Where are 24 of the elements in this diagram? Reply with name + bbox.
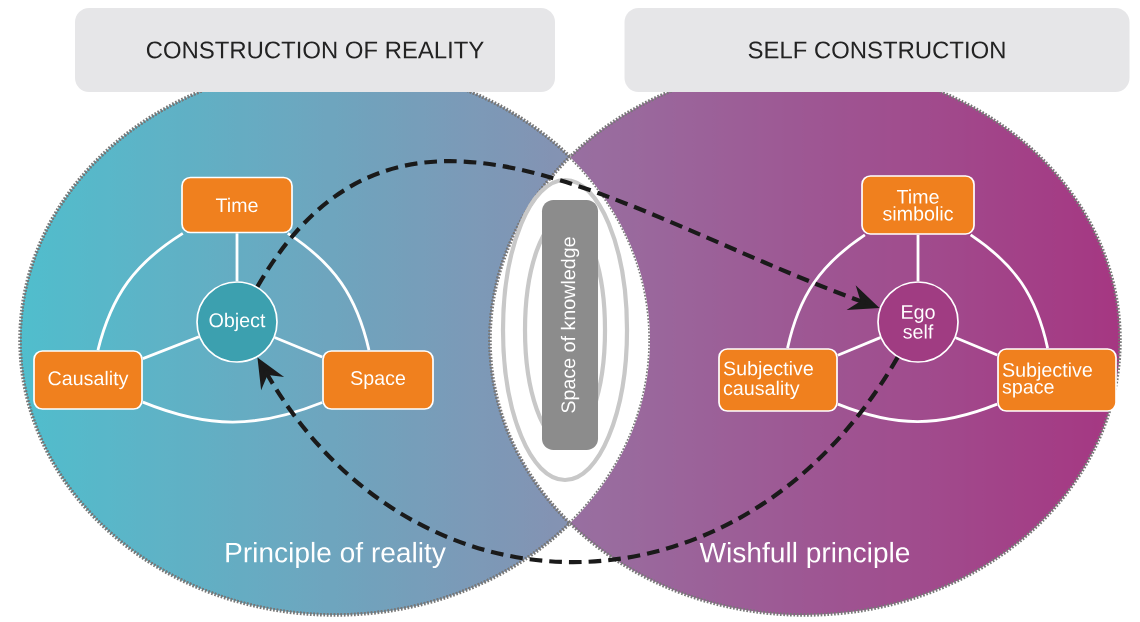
vertical-label-box: Space of knowledge <box>542 200 598 450</box>
concept-box: Time simbolic <box>861 175 975 235</box>
concept-box: Time <box>181 176 293 234</box>
connector-line <box>274 336 323 359</box>
concept-box: Causality <box>33 350 143 410</box>
concept-box: Space <box>322 350 434 410</box>
connector-line <box>786 233 866 349</box>
concept-box: Subjective causality <box>718 348 838 412</box>
connector-line <box>142 335 200 360</box>
region-label: Principle of reality <box>226 541 446 569</box>
connector-line <box>287 232 371 351</box>
header-box: CONSTRUCTION OF REALITY <box>75 8 555 92</box>
connector-line <box>916 234 920 282</box>
connector-line <box>837 336 881 357</box>
connector-line <box>142 400 323 424</box>
connector-line <box>235 233 239 282</box>
connector-line <box>955 336 998 357</box>
dashed-arrow <box>257 356 900 564</box>
region-label: Wishfull principle <box>699 541 910 569</box>
connector-line <box>96 232 184 351</box>
header-box: SELF CONSTRUCTION <box>624 8 1130 92</box>
connector-line <box>837 402 998 423</box>
concept-box: Subjective space <box>997 348 1117 412</box>
connector-line <box>969 233 1049 349</box>
